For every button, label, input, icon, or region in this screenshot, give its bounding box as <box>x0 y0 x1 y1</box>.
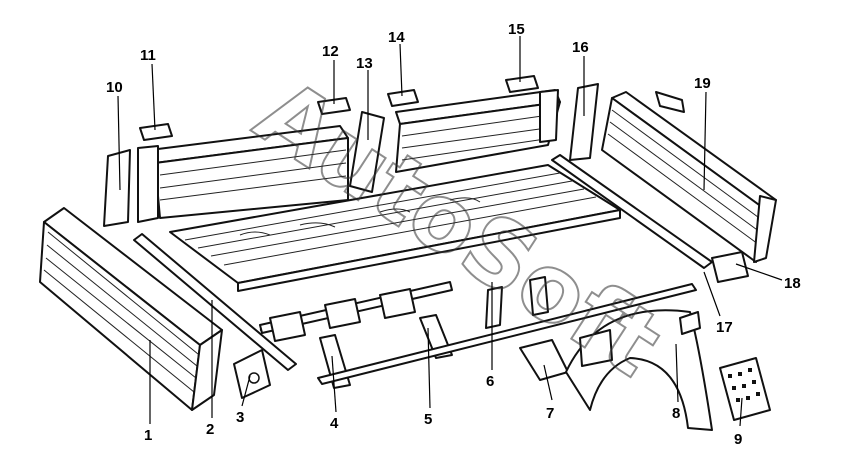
hinge-bracket-11 <box>139 123 173 141</box>
callout-15: 15 <box>508 21 525 38</box>
cross-members <box>259 276 549 389</box>
hinge-bracket-15 <box>505 75 539 93</box>
callout-12: 12 <box>322 43 339 60</box>
callout-9: 9 <box>734 431 742 448</box>
floor-platform <box>169 164 621 292</box>
callout-13: 13 <box>356 55 373 72</box>
callout-7: 7 <box>546 405 554 422</box>
corner-bracket <box>233 349 271 399</box>
callout-10: 10 <box>106 79 123 96</box>
hinge-bracket-12 <box>317 97 351 115</box>
leader-lines <box>117 36 783 427</box>
short-side-rail <box>133 233 297 371</box>
callout-2: 2 <box>206 421 214 438</box>
callout-18: 18 <box>784 275 801 292</box>
right-side-panel <box>601 91 777 263</box>
mounting-plate <box>719 357 771 421</box>
center-post <box>349 111 385 193</box>
callout-14: 14 <box>388 29 405 46</box>
hinge-bracket-extra <box>655 91 685 113</box>
rear-panel-left <box>137 125 349 223</box>
callout-4: 4 <box>330 415 339 432</box>
long-side-rail <box>317 283 697 385</box>
callout-1: 1 <box>144 427 152 444</box>
rear-corner-bracket <box>711 251 749 283</box>
front-left-post <box>103 149 131 227</box>
callout-3: 3 <box>236 409 244 426</box>
rear-panel-right <box>395 89 561 173</box>
rear-right-post <box>569 83 599 161</box>
left-side-panel <box>39 207 223 411</box>
callout-labels: 1 2 3 4 5 6 7 8 9 10 11 12 13 14 15 16 1… <box>106 21 801 448</box>
callout-8: 8 <box>672 405 680 422</box>
callout-16: 16 <box>572 39 589 56</box>
callout-11: 11 <box>140 47 156 64</box>
wheel-fender <box>565 309 713 431</box>
callout-19: 19 <box>694 75 711 92</box>
callout-6: 6 <box>486 373 494 390</box>
callout-17: 17 <box>716 319 733 336</box>
hinge-bracket-14 <box>387 89 419 107</box>
callout-5: 5 <box>424 411 432 428</box>
